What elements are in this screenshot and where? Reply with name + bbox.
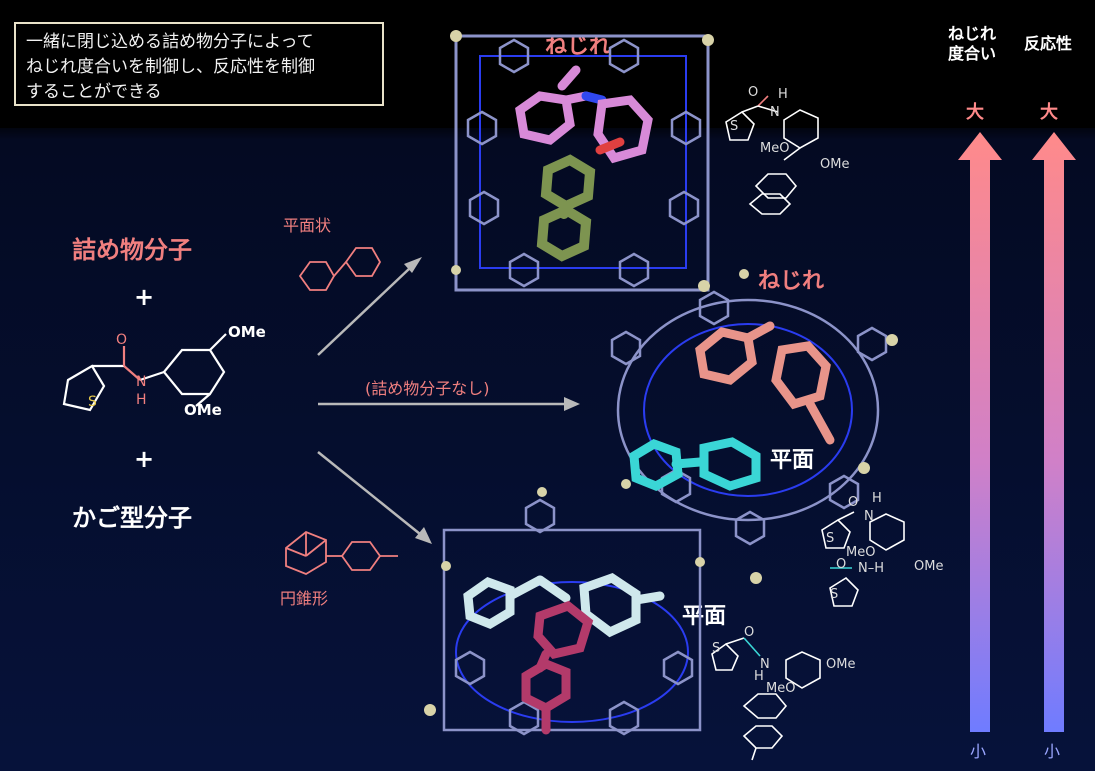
middle-twist-label: ねじれ <box>758 269 825 294</box>
cage-molecule-label: かご型分子 <box>72 504 192 532</box>
mini-mid-H: H <box>872 491 882 506</box>
reaction-arrow-middle <box>318 397 580 411</box>
substrate-ome-bottom: OMe <box>184 401 222 419</box>
mini-mid-S: S <box>826 531 834 546</box>
mini-mid-MeO: MeO <box>846 545 875 560</box>
twist-axis-high: 大 <box>966 102 984 123</box>
arrow-label-no-guest: (詰め物分子なし) <box>365 379 490 398</box>
twist-axis-title-line2: 度合い <box>948 44 997 63</box>
substrate-ome-top: OMe <box>228 323 266 341</box>
mini-mid-OMe: OMe <box>914 559 943 574</box>
callout-box: 一緒に閉じ込める詰め物分子によって ねじれ度合いを制御し、反応性を制御 すること… <box>14 22 384 106</box>
reaction-arrow-top <box>317 257 422 356</box>
plus-sign-1: + <box>134 283 155 311</box>
plus-sign-2: + <box>134 445 155 473</box>
callout-line-2: ねじれ度合いを制御し、反応性を制御 <box>26 57 315 77</box>
middle-planar-sticks <box>629 437 761 491</box>
mini-top-MeO: MeO <box>760 141 789 156</box>
reactivity-axis-high: 大 <box>1040 102 1058 123</box>
mini-top-O: O <box>748 85 758 100</box>
middle-twisted-sticks <box>695 321 835 445</box>
cage-middle <box>610 269 898 584</box>
mini-bot-S: S <box>712 641 720 656</box>
cage-bottom <box>424 487 705 736</box>
substrate-atom-O: O <box>116 332 127 348</box>
arrow-label-planar: 平面状 <box>283 216 332 235</box>
biphenyl-guest-structure <box>298 247 382 291</box>
callout-line-3: することができる <box>26 82 162 102</box>
substrate-atom-N: N <box>136 374 146 390</box>
mini-mid-O: O <box>848 495 858 510</box>
mini-bot-H: H <box>754 669 764 684</box>
mini-structure-middle <box>821 511 905 607</box>
mini-top-OMe: OMe <box>820 157 849 172</box>
mini-bot-MeO: MeO <box>766 681 795 696</box>
mini-top-H: H <box>778 87 788 102</box>
cone-guest-structure <box>285 530 398 576</box>
middle-planar-label: 平面 <box>770 448 815 473</box>
reactivity-axis-title: 反応性 <box>1024 34 1073 53</box>
substrate-atom-H: H <box>136 392 147 408</box>
mini-bot-OMe: OMe <box>826 657 855 672</box>
mini-mid-NH: N–H <box>858 561 884 576</box>
mini-top-S: S <box>730 119 738 134</box>
reaction-arrow-bottom <box>317 451 432 544</box>
arrow-label-cone: 円錐形 <box>280 589 329 608</box>
top-guest-sticks <box>536 154 596 262</box>
bottom-planar-sticks <box>463 573 665 638</box>
mini-top-N: N <box>770 105 780 120</box>
substrate-structure <box>62 333 227 412</box>
twist-axis-title: ねじれ 度合い <box>948 24 996 64</box>
reactivity-axis-low: 小 <box>1044 742 1061 761</box>
mini-bot-O: O <box>744 625 754 640</box>
reactivity-gradient-arrow <box>1032 132 1076 732</box>
mini-mid-N: N <box>864 509 874 524</box>
mini-bot-N: N <box>760 657 770 672</box>
substrate-atom-S: S <box>88 394 97 410</box>
twist-axis-title-line1: ねじれ <box>948 24 997 43</box>
top-substrate-sticks <box>515 65 653 164</box>
callout-line-1: 一緒に閉じ込める詰め物分子によって <box>26 32 314 52</box>
mini-mid-O2: O <box>836 557 846 572</box>
twist-axis-low: 小 <box>970 742 987 761</box>
cage-top <box>450 30 714 292</box>
bottom-planar-label: 平面 <box>682 604 727 629</box>
mini-structure-top <box>725 95 819 215</box>
mini-mid-S2: S <box>830 587 838 602</box>
top-twist-label: ねじれ <box>545 34 612 59</box>
twist-gradient-arrow <box>958 132 1002 732</box>
mini-structure-bottom <box>711 637 821 761</box>
bottom-guest-sticks <box>521 600 594 735</box>
guest-molecule-label: 詰め物分子 <box>72 236 192 264</box>
